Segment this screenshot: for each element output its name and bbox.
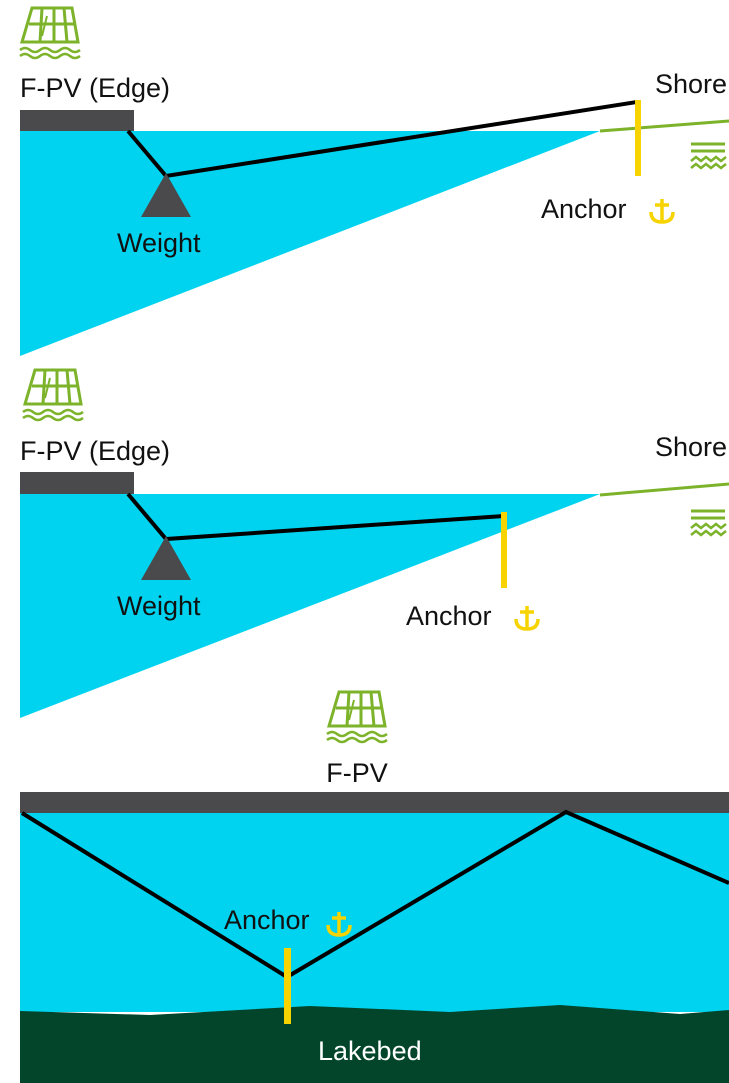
water-waves-icon — [689, 142, 728, 170]
anchor-label: Anchor — [406, 601, 492, 631]
panel-edge-lake-anchor: F-PV (Edge) Shore Weight Anchor — [20, 368, 729, 718]
fpv-edge-label: F-PV (Edge) — [20, 436, 170, 466]
lakebed — [20, 1005, 729, 1083]
panel-edge-shore-anchor: F-PV (Edge) Shore Weight Anchor — [18, 6, 729, 356]
fpv-edge-label: F-PV (Edge) — [20, 73, 170, 103]
shoreline — [599, 482, 729, 497]
solar-panel-icon — [18, 6, 82, 60]
floating-pv-platform — [20, 792, 729, 813]
water-body — [20, 131, 600, 356]
lakebed-label: Lakebed — [318, 1036, 422, 1066]
floating-pv-platform — [20, 110, 134, 131]
weight-label: Weight — [117, 591, 201, 621]
shore-anchor-post — [635, 100, 641, 176]
solar-panel-icon — [21, 368, 85, 422]
anchor-icon — [649, 197, 675, 224]
weight-label: Weight — [117, 228, 201, 258]
solar-panel-icon — [325, 690, 389, 744]
shoreline — [599, 119, 729, 133]
anchor-icon — [514, 604, 540, 631]
mooring-line — [20, 809, 729, 980]
fpv-label: F-PV — [326, 758, 388, 788]
floating-pv-platform — [20, 472, 134, 494]
anchor-label: Anchor — [224, 905, 310, 935]
weight-block — [141, 536, 191, 580]
shore-label: Shore — [655, 69, 727, 99]
anchor-label: Anchor — [541, 194, 627, 224]
water-body — [20, 812, 729, 1012]
panel-center-bottom-anchor: F-PV Anchor Lakebed — [20, 690, 729, 1083]
water-waves-icon — [689, 509, 728, 537]
lake-anchor-post — [501, 512, 507, 588]
weight-block — [141, 173, 191, 217]
shore-label: Shore — [655, 432, 727, 462]
lakebed-anchor-post — [284, 948, 291, 1024]
